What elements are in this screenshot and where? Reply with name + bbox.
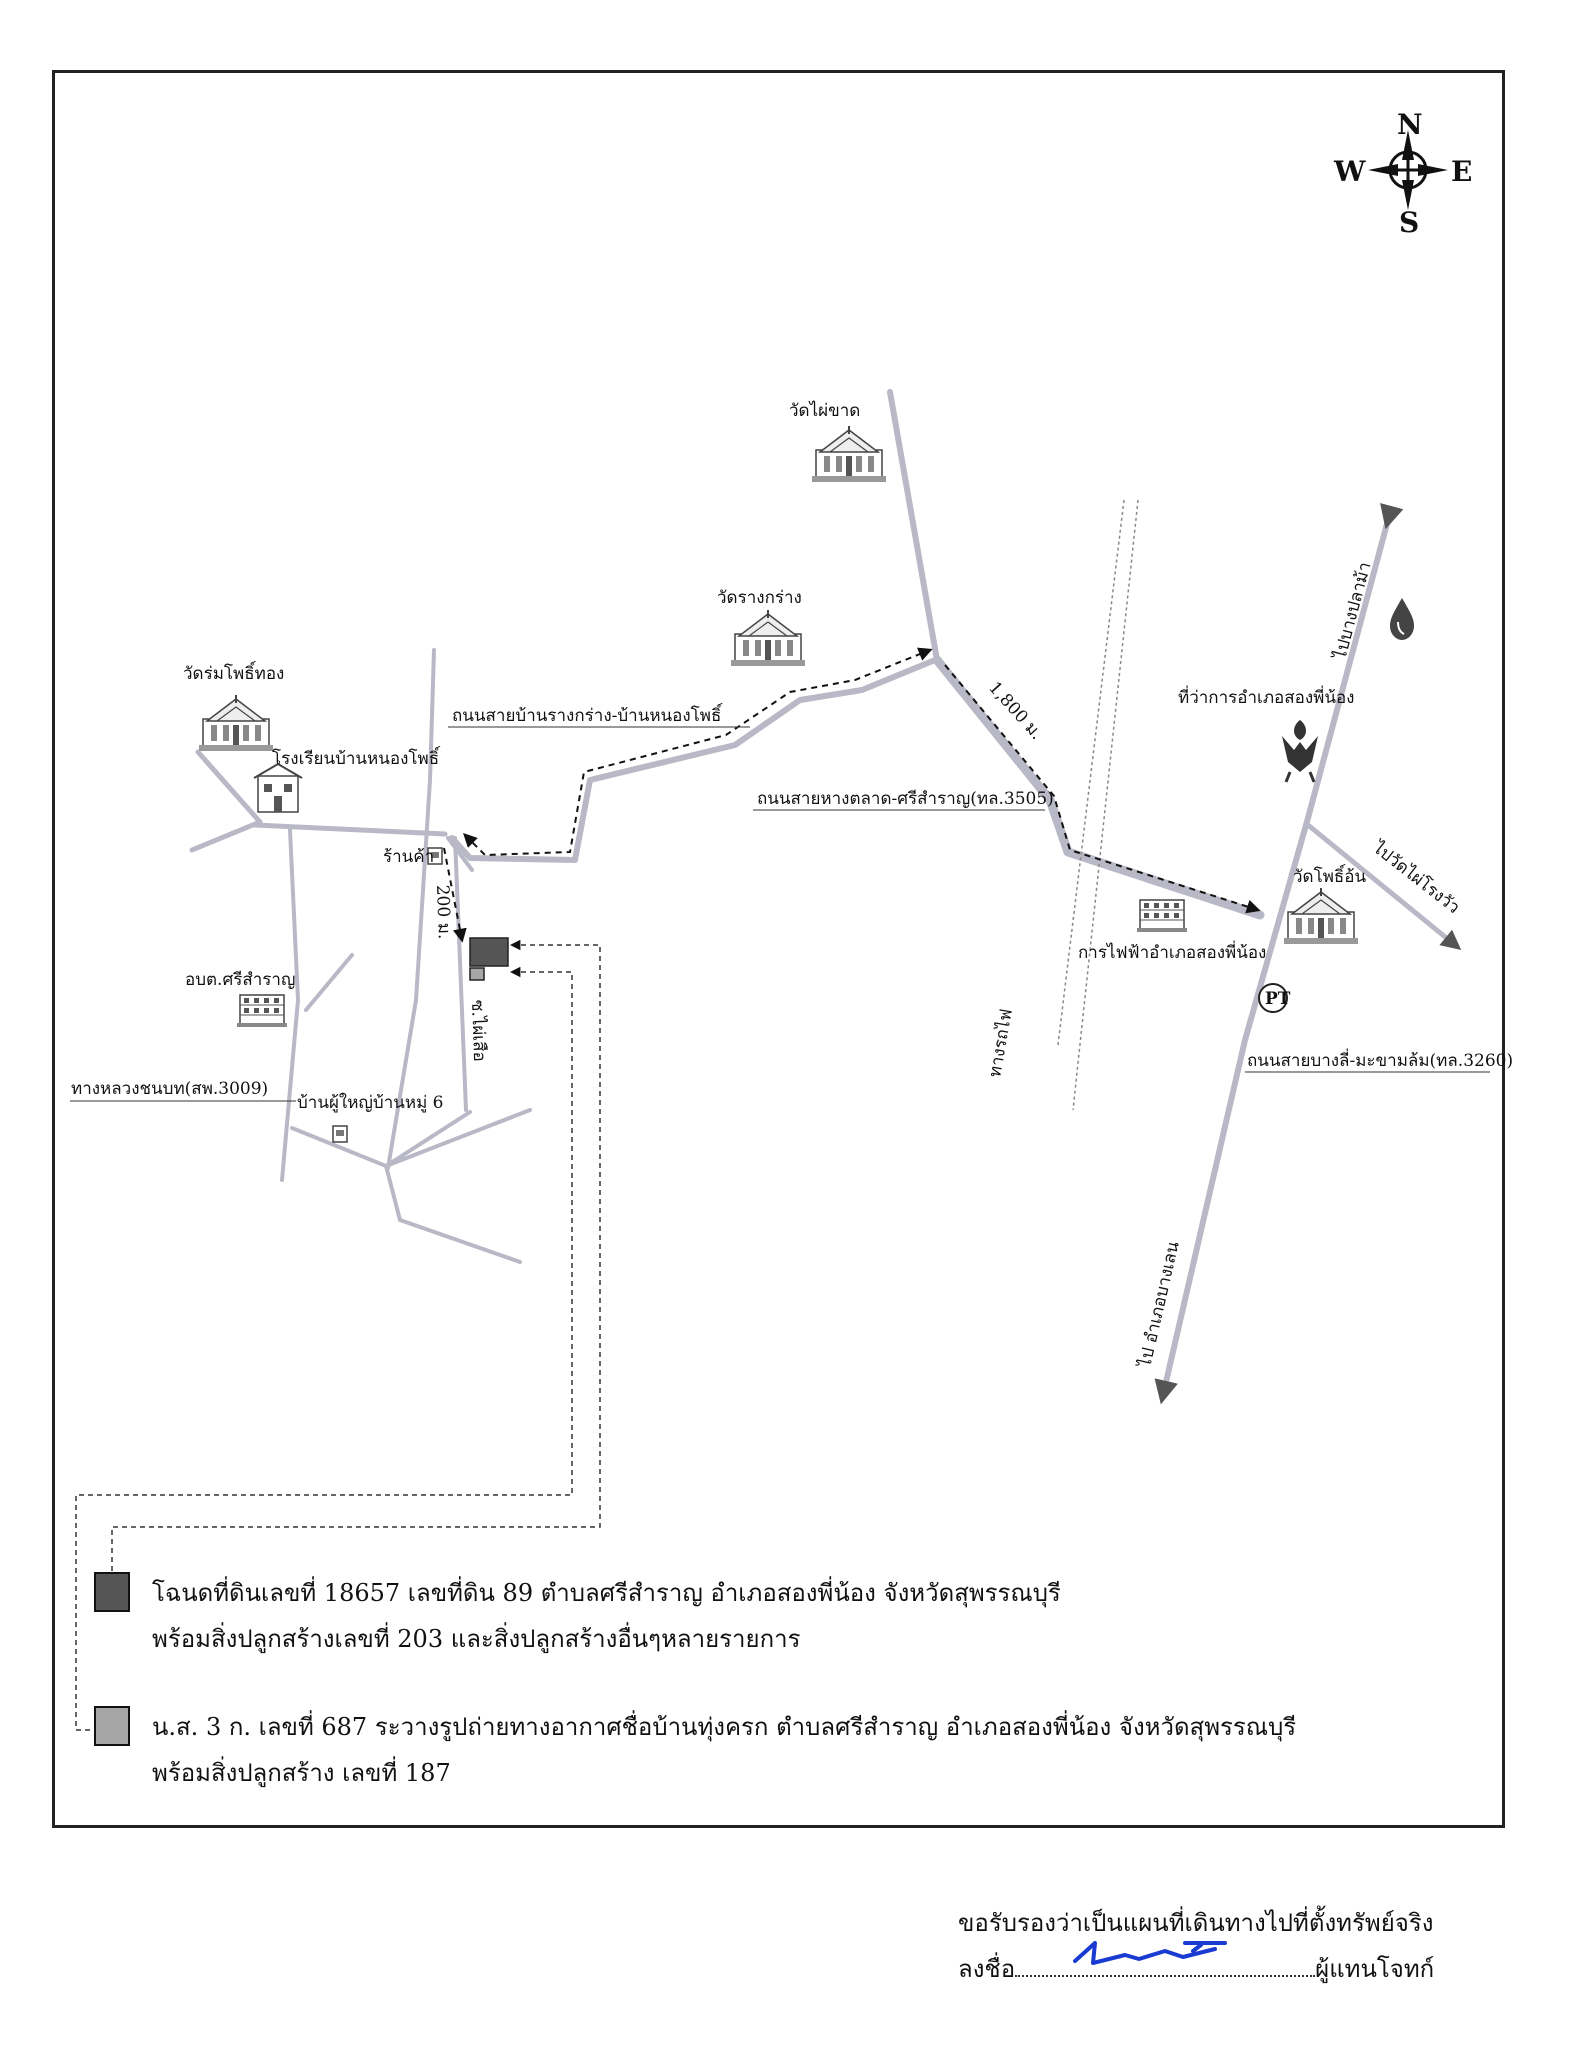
parcel-deed-18657 — [469, 937, 509, 967]
school-icon — [253, 762, 303, 813]
signature-line — [1015, 1941, 1316, 1977]
road-w6 — [384, 1110, 472, 1168]
label-road-rangkrang: ถนนสายบ้านรางกร่าง-บ้านหนองโพธิ์ — [452, 703, 723, 726]
label-wat-rom-pho-thong: วัดร่มโพธิ์ทอง — [183, 661, 284, 684]
label-road-3009: ทางหลวงชนบท(สพ.3009) — [71, 1079, 268, 1099]
certification-block: ขอรับรองว่าเป็นแผนที่เดินทางไปที่ตั้งทรั… — [958, 1900, 1434, 1992]
route-path-2 — [944, 664, 1261, 914]
shop-icon — [427, 847, 443, 865]
road-3009-south — [290, 1108, 532, 1168]
sign-label: ลงชื่อ — [958, 1955, 1016, 1983]
label-soi-phai-sue: ซ.ไผ่เสือ — [467, 999, 490, 1062]
compass-west: W — [1333, 155, 1366, 188]
parcel-ns3k-687 — [469, 967, 485, 981]
road-w4 — [304, 953, 354, 1012]
label-to-bang-len: ไป อำเภอบางเลน — [1134, 1239, 1184, 1371]
road-w2 — [189, 819, 263, 853]
road-3260 — [1154, 502, 1404, 1405]
legend-item-deed: โฉนดที่ดินเลขที่ 18657 เลขที่ดิน 89 ตำบล… — [94, 1570, 1061, 1662]
temple-icon-wat-rom-pho-thong — [198, 694, 274, 752]
compass-rose-icon — [1368, 130, 1448, 210]
ptt-logo-icon — [1258, 983, 1288, 1013]
compass-north: N — [1397, 108, 1423, 141]
route-path-1 — [463, 647, 933, 857]
house-icon — [332, 1125, 348, 1143]
label-dist-200: 200 ม. — [432, 884, 454, 939]
legend-swatch-deed — [94, 1572, 130, 1612]
garuda-emblem-icon — [1282, 720, 1318, 783]
building-icon-electricity — [1136, 899, 1188, 933]
temple-icon-wat-pho-on — [1283, 887, 1359, 945]
leader-deed — [111, 939, 601, 1575]
label-railway: ทางรถไฟ — [984, 1007, 1017, 1079]
road-w5 — [384, 1164, 522, 1264]
label-wat-rang-krang: วัดรางกร่าง — [717, 588, 802, 608]
representative-role: ผู้แทนโจทก์ — [1315, 1955, 1435, 1983]
label-school: โรงเรียนบ้านหนองโพธิ์ — [272, 746, 441, 769]
road-main-ns — [386, 648, 436, 1170]
label-district-office: ที่ว่าการอำเภอสองพี่น้อง — [1178, 685, 1354, 708]
label-obt: อบต.ศรีสำราญ — [185, 970, 295, 990]
ptt-logo-text: PT — [1265, 989, 1291, 1009]
road-to-wat-phai-khad — [887, 389, 940, 663]
road-soi-phai-sue — [453, 836, 468, 1112]
road-rangkrang-nongpho — [449, 657, 938, 863]
road-w1 — [195, 749, 263, 825]
railway-line-b — [1072, 499, 1139, 1111]
leader-ns3k — [75, 966, 573, 1731]
compass-south: S — [1399, 206, 1419, 239]
route-path-3 — [443, 847, 467, 943]
label-wat-phai-khad: วัดไผ่ขาด — [789, 400, 860, 421]
road-shop-link — [446, 836, 474, 872]
certification-statement: ขอรับรองว่าเป็นแผนที่เดินทางไปที่ตั้งทรั… — [958, 1909, 1434, 1937]
fuel-drop-icon — [1390, 598, 1414, 640]
temple-icon-wat-rang-krang — [730, 609, 806, 667]
roads — [189, 389, 1462, 1405]
road-to-wat-phai-rong-wua — [1305, 822, 1462, 951]
map-frame — [52, 70, 1505, 1828]
label-electricity: การไฟฟ้าอำเภอสองพี่น้อง — [1078, 940, 1266, 963]
label-to-bang-pla-ma: ไปบางปลาม้า — [1329, 560, 1376, 663]
label-to-wat-phai-rong-wua: ไปวัดไผ่โรงวัว — [1367, 836, 1464, 918]
railway-line-a — [1057, 499, 1125, 1046]
legend-deed-line1: โฉนดที่ดินเลขที่ 18657 เลขที่ดิน 89 ตำบล… — [152, 1579, 1061, 1607]
road-nongpho — [252, 822, 448, 837]
legend-ns3k-line1: น.ส. 3 ก. เลขที่ 687 ระวางรูปถ่ายทางอากา… — [152, 1713, 1297, 1741]
road-w3 — [280, 828, 300, 1182]
legend-item-ns3k: น.ส. 3 ก. เลขที่ 687 ระวางรูปถ่ายทางอากา… — [94, 1704, 1296, 1796]
compass-east: E — [1451, 155, 1472, 188]
building-icon-obt — [236, 994, 288, 1028]
label-road-3505: ถนนสายหางตลาด-ศรีสำราญ(ทล.3505) — [757, 789, 1054, 809]
legend-swatch-ns3k — [94, 1706, 130, 1746]
temple-icon-wat-phai-khad — [811, 425, 887, 483]
legend-deed-line2: พร้อมสิ่งปลูกสร้างเลขที่ 203 และสิ่งปลูก… — [152, 1625, 801, 1653]
label-road-3260: ถนนสายบางลี่-มะขามล้ม(ทล.3260) — [1247, 1048, 1513, 1071]
label-wat-pho-on: วัดโพธิ์อ้น — [1293, 864, 1367, 887]
signature-icon — [1073, 1941, 1228, 1965]
legend-ns3k-line2: พร้อมสิ่งปลูกสร้าง เลขที่ 187 — [152, 1759, 451, 1787]
label-shop: ร้านค้า — [383, 847, 434, 867]
label-headman-house: บ้านผู้ใหญ่บ้านหมู่ 6 — [297, 1092, 444, 1113]
